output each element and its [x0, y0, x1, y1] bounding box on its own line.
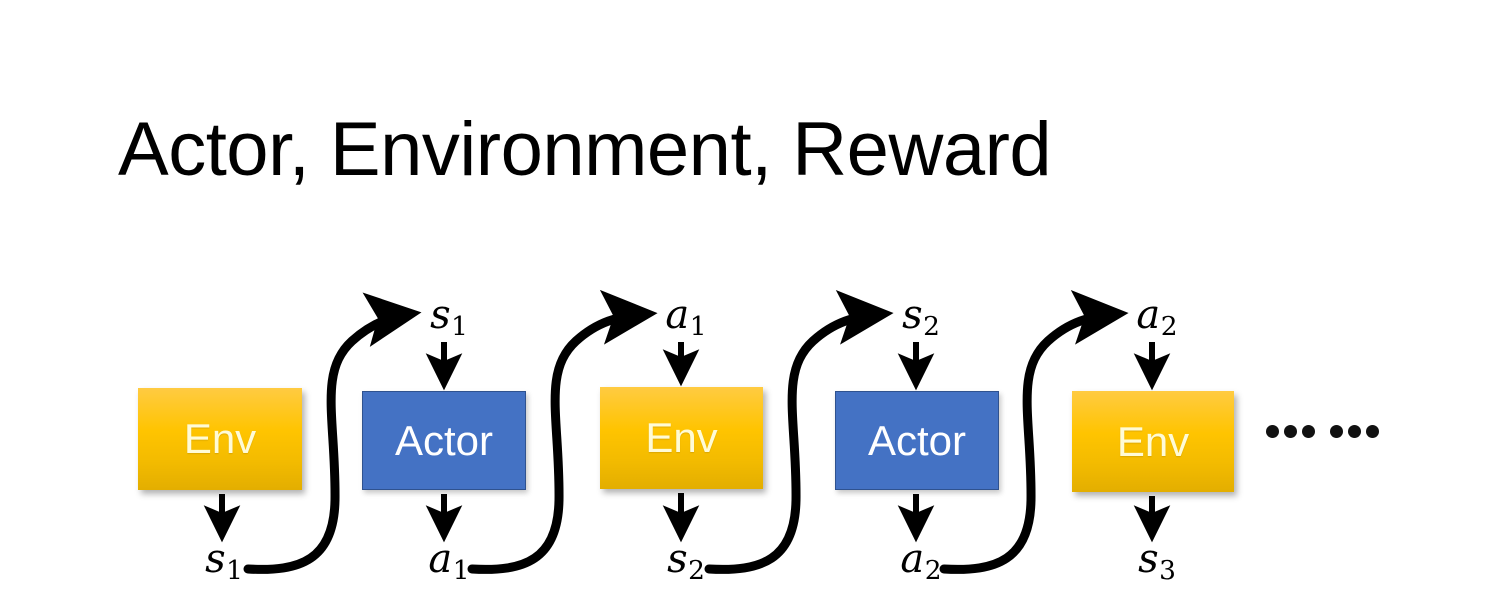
var-base: a [428, 536, 453, 583]
var-base: s [902, 292, 923, 339]
node-label: Actor [867, 416, 967, 464]
node-label: Env [645, 414, 718, 461]
node-env-1[interactable]: Env [138, 388, 302, 490]
node-label: Env [183, 415, 257, 462]
var-base: a [900, 536, 925, 583]
label-state-s1-bottom: s1 [205, 539, 243, 585]
var-sub: 2 [1160, 311, 1178, 343]
node-actor-2[interactable]: Actor [835, 391, 999, 490]
var-base: s [1138, 536, 1159, 583]
label-action-a1-bottom: a1 [428, 539, 469, 585]
node-env-3[interactable]: Env [1072, 391, 1234, 492]
var-sub: 3 [1159, 555, 1176, 587]
ellipsis-dot [1266, 425, 1279, 438]
label-action-a1-top: a1 [665, 295, 706, 341]
node-env-2[interactable]: Env [600, 387, 763, 489]
var-base: s [205, 536, 226, 583]
ellipsis-dot [1284, 425, 1297, 438]
node-label: Env [1116, 417, 1190, 465]
label-state-s1-top: s1 [430, 295, 468, 341]
page-title: Actor, Environment, Reward [118, 107, 1052, 192]
ellipsis-dot [1348, 425, 1361, 438]
ellipsis-dot [1302, 425, 1315, 438]
var-sub: 1 [226, 555, 243, 587]
var-base: a [1136, 292, 1161, 339]
var-sub: 2 [924, 555, 942, 587]
var-sub: 1 [451, 311, 468, 343]
label-action-a2-bottom: a2 [900, 539, 941, 585]
label-state-s2-top: s2 [902, 295, 940, 341]
ellipsis-dot [1330, 425, 1343, 438]
var-sub: 1 [689, 311, 707, 343]
var-sub: 2 [688, 555, 705, 587]
var-base: s [430, 292, 451, 339]
node-actor-1[interactable]: Actor [362, 391, 526, 490]
var-base: s [667, 536, 688, 583]
var-sub: 2 [923, 311, 940, 343]
var-base: a [665, 292, 690, 339]
label-state-s2-bottom: s2 [667, 539, 705, 585]
label-state-s3-bottom: s3 [1138, 539, 1176, 585]
node-label: Actor [394, 416, 494, 464]
continuation-ellipsis [1266, 425, 1379, 438]
ellipsis-dot [1366, 425, 1379, 438]
label-action-a2-top: a2 [1136, 295, 1177, 341]
var-sub: 1 [452, 555, 470, 587]
